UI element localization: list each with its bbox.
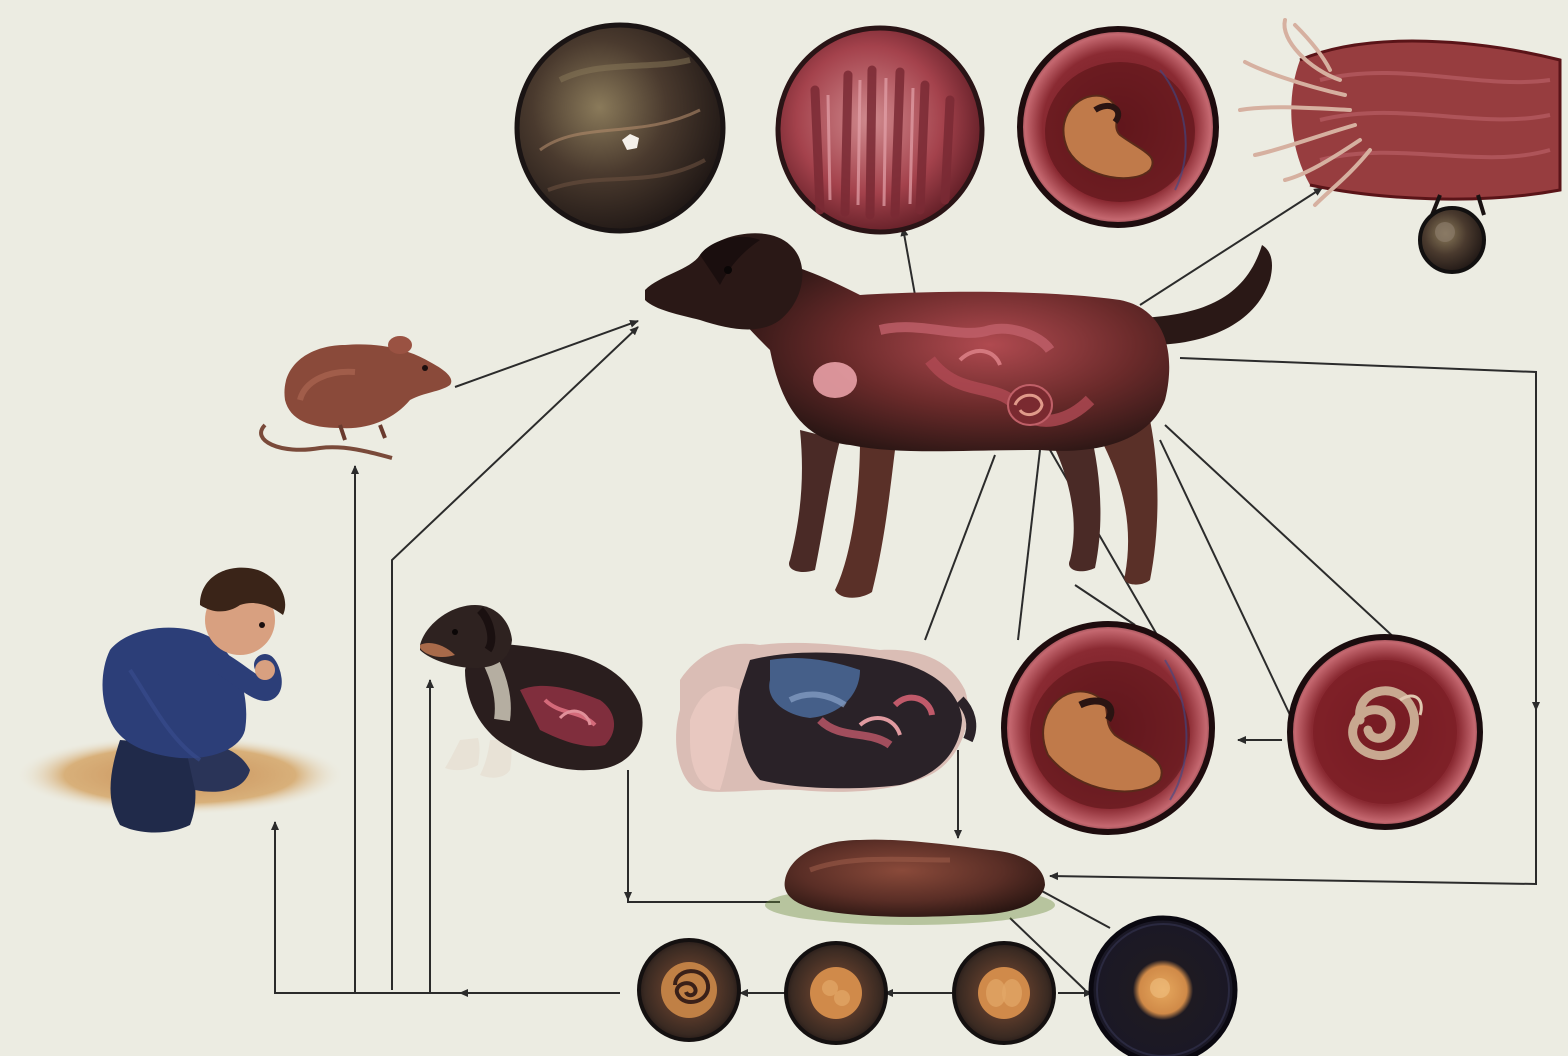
egg-larvated [639,940,739,1040]
coiled-larva-magnified [1290,637,1480,827]
arrow-eggs-to-child [275,822,620,993]
tissue-larva-magnified [517,25,723,231]
small-egg [1420,208,1484,272]
adult-dog [645,233,1272,598]
feces [765,840,1055,925]
intestinal-villi-magnified [778,28,982,232]
pregnant-dog [676,643,971,792]
line-pregnant-to-cyst [1075,585,1135,625]
adult-worm-in-intestine [1240,20,1560,215]
egg-dividing [954,943,1054,1043]
line-dog-to-cyst-a [1018,450,1040,640]
child [15,568,345,833]
arrow-dog-to-villi [903,228,915,295]
encysted-larva-mid-magnified [1004,624,1212,832]
egg-morula [786,943,886,1043]
puppy [420,605,643,778]
egg-unembryonated [1091,918,1235,1056]
line-dog-to-pregnant [925,455,995,640]
encysted-larva-top-magnified [1020,29,1216,225]
mouse [261,336,451,458]
